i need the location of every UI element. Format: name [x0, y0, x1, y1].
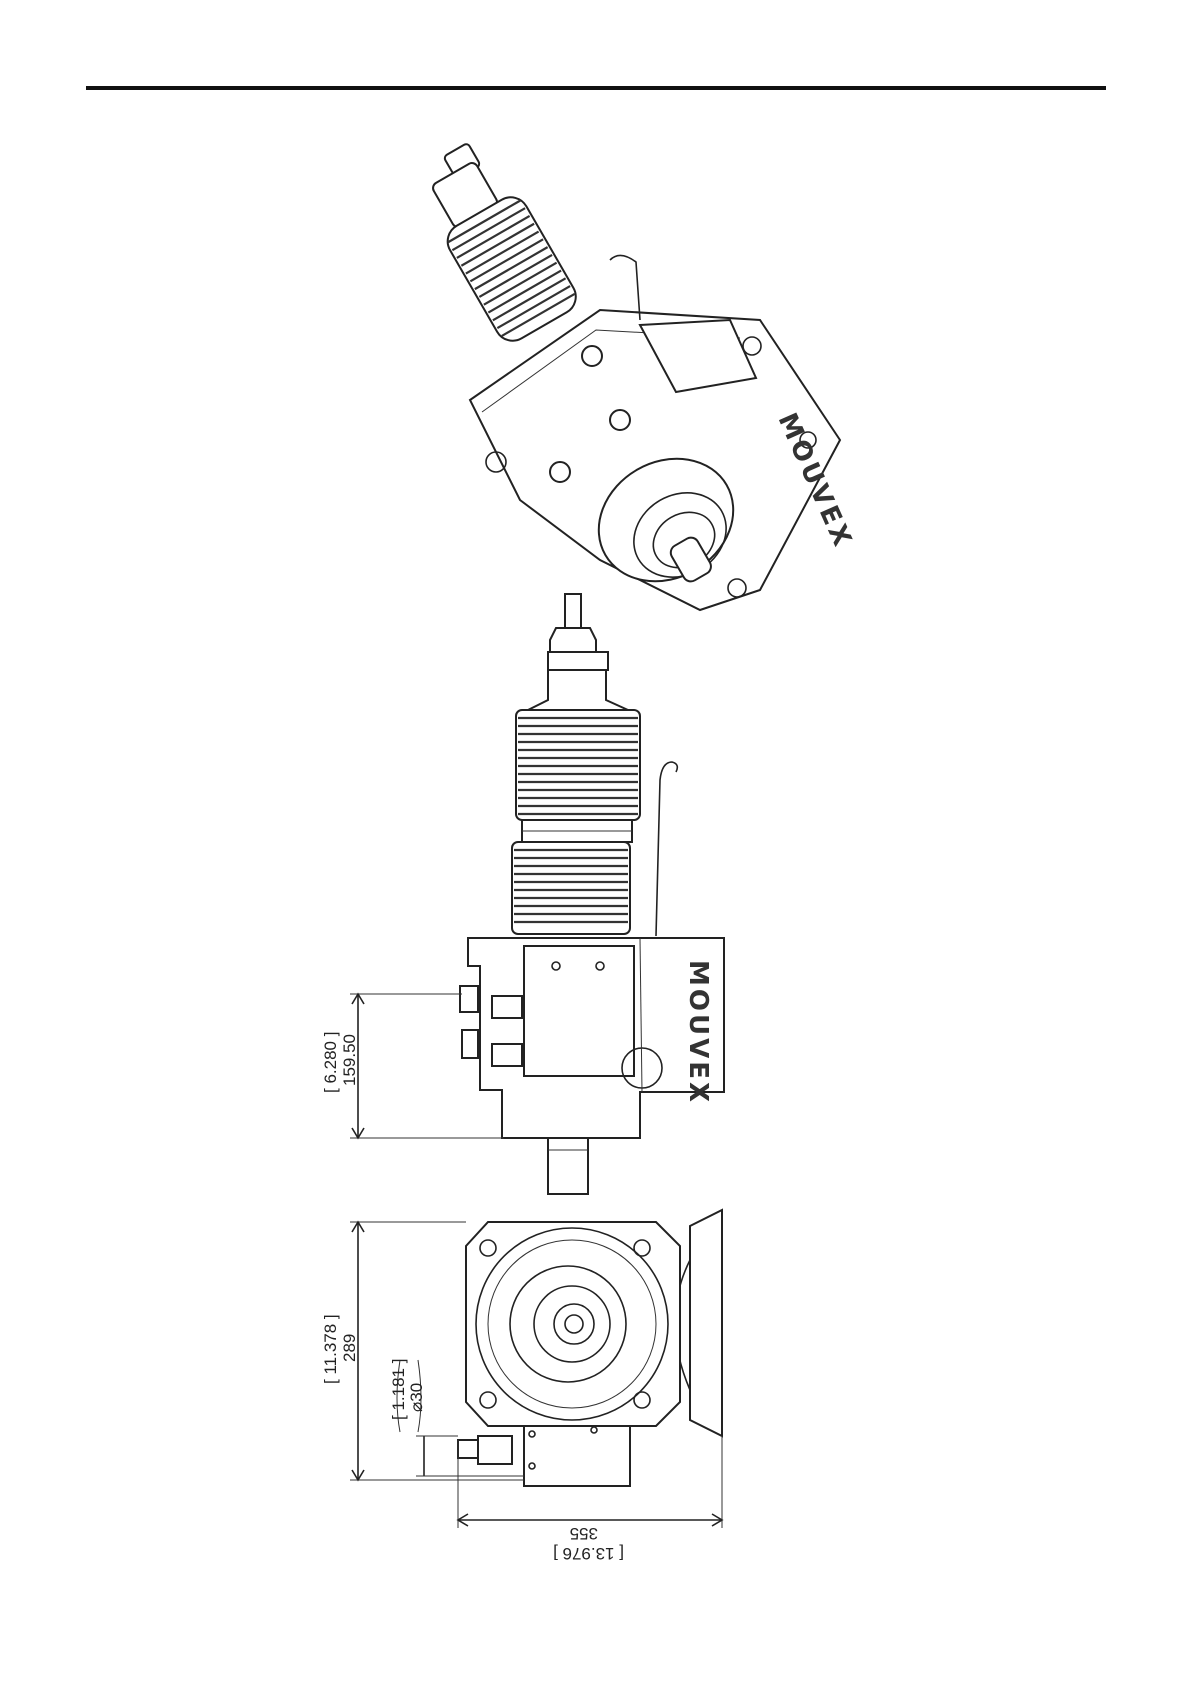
dim-width-in: [ 11.378 ]	[321, 1314, 340, 1384]
dim-width-mm: 289	[340, 1334, 359, 1362]
end-view: [ 11.378 ] 289 [ 1.181 ] ⌀30 355 [ 13.97…	[321, 1210, 722, 1563]
dim-depth-mm: 355	[570, 1524, 598, 1543]
dim-height-in: [ 6.280 ]	[321, 1032, 340, 1093]
side-view: MOUVEX [ 6.280 ] 159.50	[321, 594, 724, 1194]
isometric-view: MOUVEX	[431, 143, 858, 610]
dim-depth-in: [ 13.976 ]	[553, 1544, 624, 1563]
dim-shaft-in: [ 1.181 ]	[389, 1359, 408, 1420]
dim-shaft-mm: ⌀30	[407, 1383, 426, 1412]
dim-height-mm: 159.50	[340, 1034, 359, 1086]
logo-side: MOUVEX	[683, 960, 713, 1105]
